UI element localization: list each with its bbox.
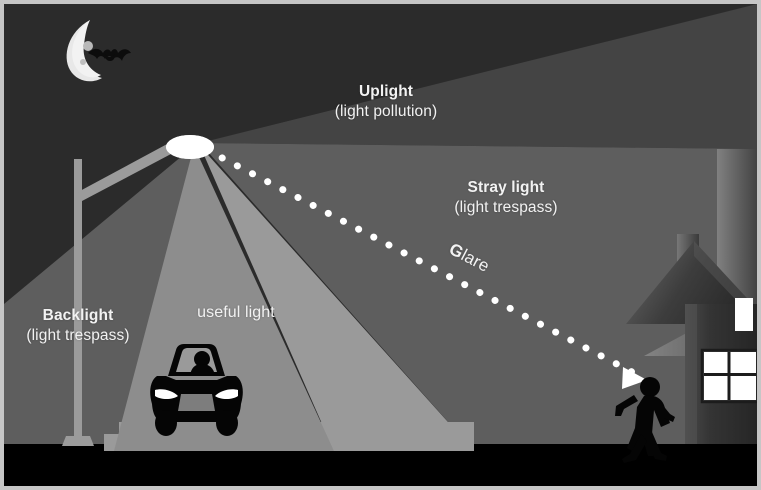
label-useful-light: useful light [146, 302, 326, 323]
useful-light-cone-right [200, 146, 474, 451]
pedestrian-walking [615, 377, 675, 463]
label-stray-line1: Stray light [467, 179, 545, 196]
person-body [627, 395, 670, 456]
person-head [640, 377, 660, 397]
person-leg-front [645, 432, 667, 461]
wheel-left [155, 410, 177, 436]
glare-dotted-line [203, 146, 636, 376]
ground-right [474, 444, 757, 451]
moon-crater-1 [83, 41, 93, 51]
uplight-region [200, 4, 757, 149]
ground [4, 444, 757, 486]
label-stray-line2: (light trespass) [454, 199, 558, 217]
backlight-region [4, 146, 194, 451]
glare-ray-layer [203, 146, 647, 389]
lamp-pole [74, 159, 82, 436]
label-stray-light: Stray light (light trespass) [386, 178, 626, 219]
driver-body [190, 364, 215, 376]
lamp-arm [78, 136, 188, 201]
car-layer [150, 344, 243, 436]
window-frame [700, 348, 757, 404]
label-useful-line1: useful light [197, 304, 275, 321]
moon-crater-2 [80, 59, 86, 65]
window-mullion-h [704, 373, 756, 376]
lamp-glow [166, 135, 214, 159]
label-backlight-line1: Backlight [42, 307, 114, 324]
glare-arrowhead [622, 367, 647, 389]
roof [626, 241, 757, 324]
person-arm-back [615, 395, 638, 416]
crescent-moon [66, 20, 102, 82]
lamp-base [62, 436, 94, 446]
driver-head [194, 351, 210, 367]
window-upper-lit [735, 298, 753, 331]
label-uplight-line2: (light pollution) [334, 103, 438, 121]
label-uplight: Uplight (light pollution) [266, 82, 506, 123]
car-grille [178, 394, 215, 411]
person-arm-front [656, 403, 675, 422]
label-backlight-line2: (light trespass) [26, 327, 130, 345]
headlight-left [155, 389, 178, 399]
label-uplight-line1: Uplight [358, 83, 414, 100]
streetlight-layer [62, 135, 214, 446]
house-wall-left-shade [685, 304, 697, 444]
pedestrian-layer [615, 377, 675, 463]
scene-canvas: Uplight (light pollution) Stray light (l… [4, 4, 757, 486]
label-backlight: Backlight (light trespass) [4, 306, 168, 347]
person-leg-back [622, 434, 647, 463]
moon-bat-layer [66, 20, 131, 82]
wheel-right [216, 410, 238, 436]
house-layer [626, 149, 757, 444]
bat-silhouette [88, 48, 131, 61]
stray-light-region [200, 143, 757, 451]
headlight-right [215, 389, 238, 399]
car-front-view [150, 344, 243, 436]
